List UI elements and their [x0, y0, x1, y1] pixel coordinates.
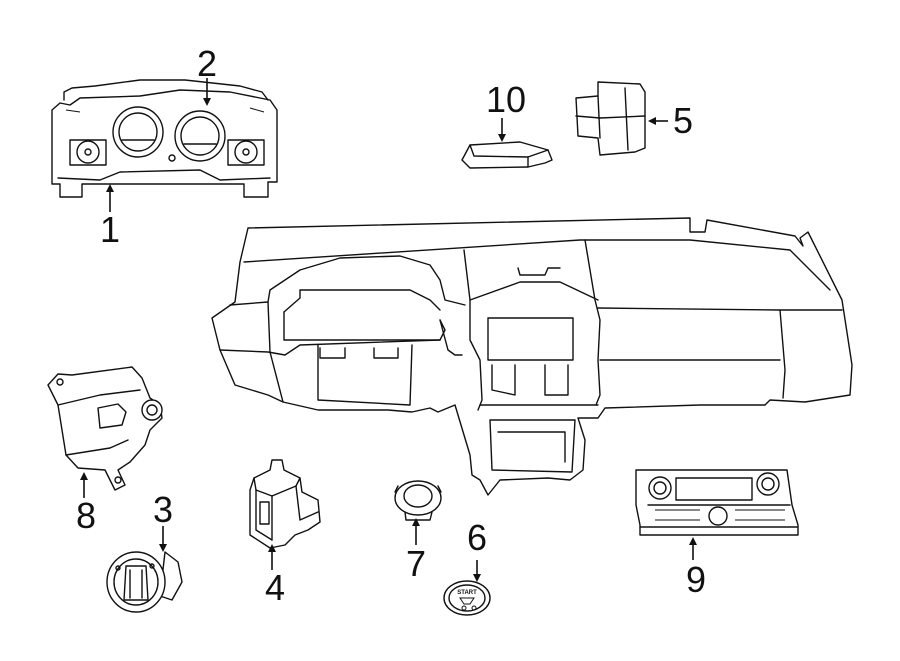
control-module-drawing: [461, 141, 553, 169]
instrument-panel-drawing: [211, 217, 853, 496]
start-button-label: START: [457, 590, 477, 596]
climate-control-drawing: [635, 469, 799, 536]
callout-3: 3: [153, 489, 173, 530]
start-button-drawing: START: [443, 580, 491, 616]
callout-10: 10: [486, 79, 526, 120]
leader-lines: [80, 78, 697, 582]
door-switch-drawing: [249, 459, 321, 549]
callout-5: 5: [673, 100, 693, 141]
callout-numbers: 1 2 3 4 5 6 7 8 9 10: [76, 43, 706, 608]
callout-6: 6: [467, 517, 487, 558]
headlamp-switch-drawing: [106, 551, 183, 613]
callout-4: 4: [265, 567, 285, 608]
callout-1: 1: [100, 209, 120, 250]
callout-8: 8: [76, 495, 96, 536]
callout-2: 2: [197, 43, 217, 84]
instrument-cluster-drawing: [51, 79, 278, 198]
ignition-module-drawing: [47, 366, 163, 491]
callout-7: 7: [406, 543, 426, 584]
switch-module-drawing: [575, 81, 646, 156]
power-outlet-drawing: [394, 480, 442, 521]
callout-9: 9: [686, 559, 706, 600]
